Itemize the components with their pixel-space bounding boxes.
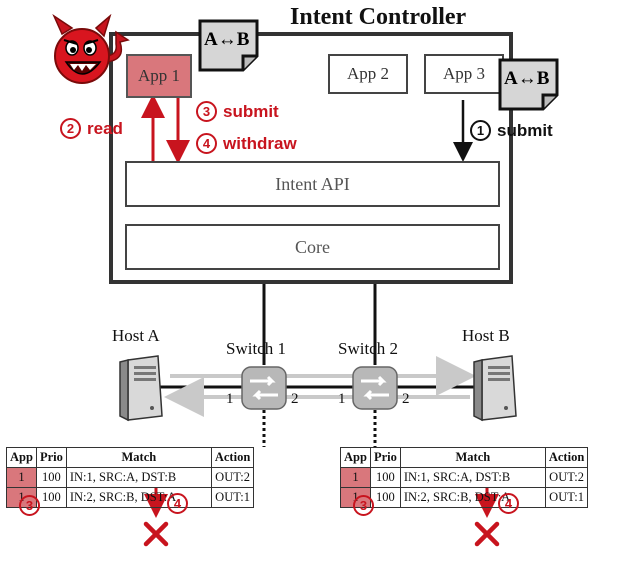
app-3: App 3 [424, 54, 504, 94]
step-2-read: 2 read [60, 118, 123, 139]
cell-prio: 100 [35, 467, 67, 488]
table-row: 1 100 IN:1, SRC:A, DST:B OUT:2 [6, 467, 255, 488]
col-app: App [6, 447, 37, 468]
cell-match: IN:1, SRC:A, DST:B [399, 467, 546, 488]
table-2-step-4: 4 [498, 493, 519, 514]
intent-controller [109, 32, 513, 284]
switch-1-flow-table: App Prio Match Action 1 100 IN:1, SRC:A,… [6, 447, 255, 508]
table-2-step-3: 3 [353, 495, 374, 516]
cross-icon [143, 521, 169, 547]
cell-prio: 100 [35, 487, 67, 508]
col-action: Action [544, 447, 589, 468]
step-number: 3 [353, 495, 374, 516]
switch-icon [241, 366, 287, 410]
table-header-row: App Prio Match Action [6, 447, 255, 468]
switch-2-label: Switch 2 [338, 339, 398, 358]
intent-api-layer: Intent API [125, 161, 500, 207]
document-icon [198, 19, 259, 72]
step-1-submit: 1 submit [470, 120, 553, 141]
cell-action: OUT:1 [544, 487, 589, 508]
core-layer: Core [125, 224, 500, 270]
cell-prio: 100 [369, 487, 401, 508]
host-b-label: Host B [462, 326, 510, 345]
server-icon [119, 355, 163, 422]
cell-app: 1 [340, 467, 371, 488]
col-action: Action [210, 447, 255, 468]
cell-prio: 100 [369, 467, 401, 488]
col-match: Match [65, 447, 212, 468]
col-prio: Prio [35, 447, 67, 468]
switch-2-flow-table: App Prio Match Action 1 100 IN:1, SRC:A,… [340, 447, 589, 508]
col-match: Match [399, 447, 546, 468]
switch-2-port-1: 1 [338, 391, 346, 407]
intent-label-app3: A↔B [504, 68, 550, 89]
table-1-step-3: 3 [19, 495, 40, 516]
step-number: 4 [498, 493, 519, 514]
step-number: 3 [19, 495, 40, 516]
step-number: 4 [167, 493, 188, 514]
step-label: submit [497, 121, 553, 140]
step-number: 3 [196, 101, 217, 122]
switch-1-label: Switch 1 [226, 339, 286, 358]
app-2: App 2 [328, 54, 408, 94]
cell-match: IN:2, SRC:B, DST:A [65, 487, 212, 508]
controller-title: Intent Controller [290, 4, 467, 30]
document-icon [498, 58, 559, 111]
cell-action: OUT:2 [210, 467, 255, 488]
step-number: 2 [60, 118, 81, 139]
server-icon [473, 355, 517, 422]
switch-icon [352, 366, 398, 410]
step-3-submit: 3 submit [196, 101, 279, 122]
step-label: withdraw [223, 134, 297, 153]
intent-label-app1: A↔B [204, 29, 250, 50]
step-label: read [87, 119, 123, 138]
switch-1-port-2: 2 [291, 391, 299, 407]
step-4-withdraw: 4 withdraw [196, 133, 297, 154]
table-row: 1 100 IN:1, SRC:A, DST:B OUT:2 [340, 467, 589, 488]
cell-action: OUT:1 [210, 487, 255, 508]
col-app: App [340, 447, 371, 468]
switch-1-port-1: 1 [226, 391, 234, 407]
app-1: App 1 [126, 54, 192, 98]
cell-action: OUT:2 [544, 467, 589, 488]
step-number: 4 [196, 133, 217, 154]
cell-match: IN:2, SRC:B, DST:A [399, 487, 546, 508]
cell-app: 1 [6, 467, 37, 488]
step-label: submit [223, 102, 279, 121]
step-number: 1 [470, 120, 491, 141]
table-row: 1 100 IN:2, SRC:B, DST:A OUT:1 [6, 487, 255, 508]
cell-match: IN:1, SRC:A, DST:B [65, 467, 212, 488]
switch-2-port-2: 2 [402, 391, 410, 407]
table-row: 1 100 IN:2, SRC:B, DST:A OUT:1 [340, 487, 589, 508]
table-header-row: App Prio Match Action [340, 447, 589, 468]
col-prio: Prio [369, 447, 401, 468]
cross-icon [474, 521, 500, 547]
table-1-step-4: 4 [167, 493, 188, 514]
devil-icon [52, 14, 130, 84]
host-a-label: Host A [112, 326, 160, 345]
